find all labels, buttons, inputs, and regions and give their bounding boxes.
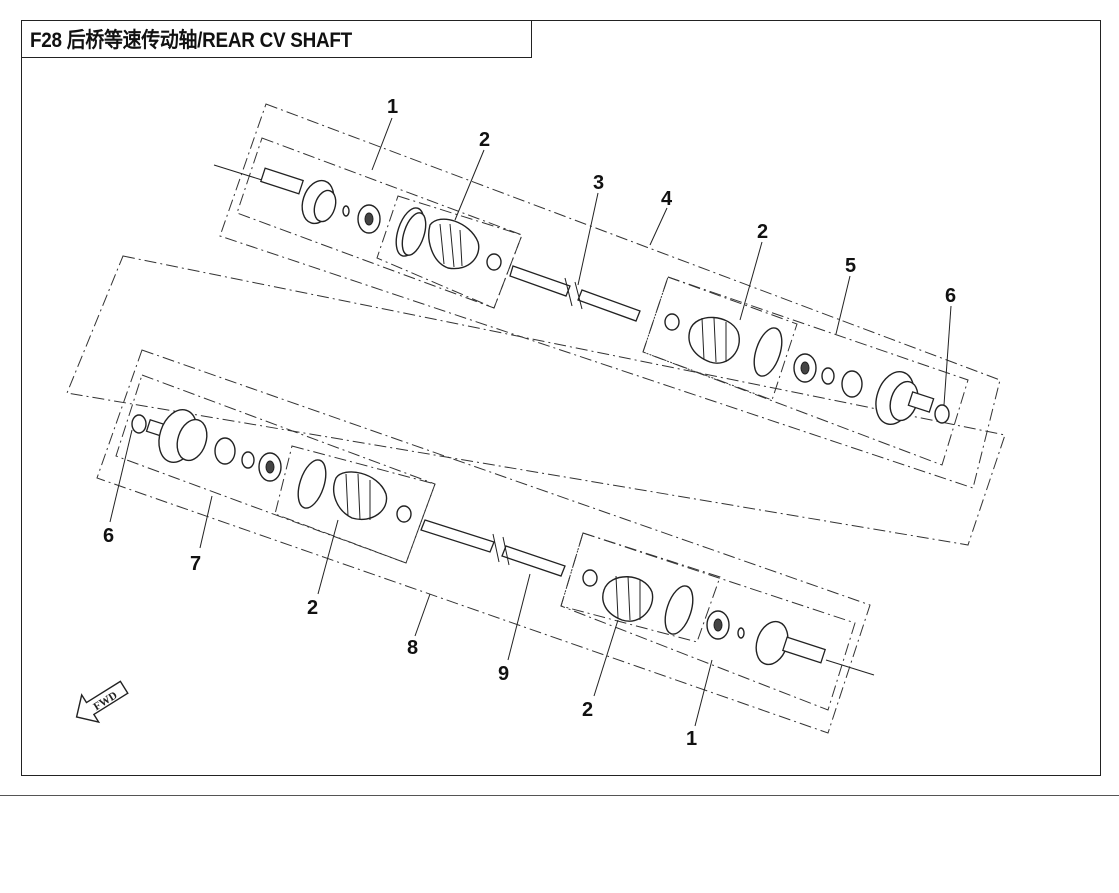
callout-upper-1: 1 (387, 96, 398, 118)
callout-lower-2b: 2 (582, 699, 593, 721)
fwd-arrow-icon: FWD (75, 680, 129, 724)
half-shaft-lower (420, 519, 566, 577)
callout-lower-6: 6 (103, 525, 114, 547)
lower-shaft-assembly (96, 349, 875, 734)
circlip-lower (241, 451, 255, 469)
cv-cage-bearing (357, 204, 381, 234)
cv-cage-bearing-2 (793, 353, 817, 383)
group-box-2-lower (274, 445, 436, 564)
cv-stub-shaft-lower (755, 620, 827, 666)
boot-clamp-large-2 (753, 327, 783, 377)
callout-upper-2b: 2 (757, 221, 768, 243)
cv-boot-2 (688, 316, 740, 364)
retaining-ring-lower (131, 414, 147, 434)
callout-labels: 1 2 3 4 2 5 6 6 7 2 8 9 2 1 (103, 96, 956, 750)
cv-boot-lower-2 (602, 575, 654, 622)
circlip (342, 205, 350, 217)
group-box-7 (115, 374, 436, 564)
axis-line-lower (825, 659, 875, 676)
cv-stub-shaft (259, 167, 337, 225)
callout-lower-8: 8 (407, 637, 418, 659)
boot-clamp-large-lower (297, 459, 327, 509)
cv-cage-bearing-lower (258, 452, 282, 482)
boot-clamp-small-lower (396, 505, 412, 523)
title-box: F28 后桥等速传动轴/REAR CV SHAFT (21, 20, 532, 58)
callout-lower-1: 1 (686, 728, 697, 750)
circlip-2 (821, 367, 835, 385)
circlip-lower-2 (737, 627, 745, 639)
group-box-outer (66, 255, 1006, 546)
callout-lower-2a: 2 (307, 597, 318, 619)
group-box-8 (96, 349, 871, 734)
group-box-2-lower-right (560, 532, 721, 643)
callout-upper-4: 4 (661, 188, 673, 210)
group-box-2-upper (376, 195, 523, 309)
cv-outer-housing-lower (145, 409, 208, 463)
page-title: F28 后桥等速传动轴/REAR CV SHAFT (30, 29, 352, 52)
callout-upper-5: 5 (845, 255, 856, 277)
boot-clamp-large-lower-2 (664, 585, 694, 635)
cv-boot-lower (333, 471, 388, 521)
diagram-frame (21, 20, 1101, 776)
cv-outer-housing (875, 371, 935, 425)
callout-lower-7: 7 (190, 553, 201, 575)
footer-rule (0, 795, 1119, 796)
group-box-4 (219, 103, 1001, 489)
boot-clamp-small-lower-2 (582, 569, 598, 587)
callout-upper-6: 6 (945, 285, 956, 307)
cv-cage-bearing-lower-2 (706, 610, 730, 640)
snap-ring (841, 370, 863, 398)
retaining-ring (934, 404, 950, 424)
upper-shaft-assembly (66, 103, 1006, 546)
snap-ring-lower (214, 437, 236, 465)
group-box-2-upper-right (642, 276, 798, 401)
callout-upper-3: 3 (593, 172, 604, 194)
callout-lower-9: 9 (498, 663, 509, 685)
axis-line (213, 164, 263, 181)
cv-boot (428, 218, 480, 270)
callout-upper-2a: 2 (479, 129, 490, 151)
half-shaft-upper (509, 265, 641, 322)
leader-lines (109, 117, 952, 727)
boot-clamp-small (486, 253, 502, 271)
boot-clamp-small-2 (664, 313, 680, 331)
boot-clamp-large (395, 207, 427, 257)
